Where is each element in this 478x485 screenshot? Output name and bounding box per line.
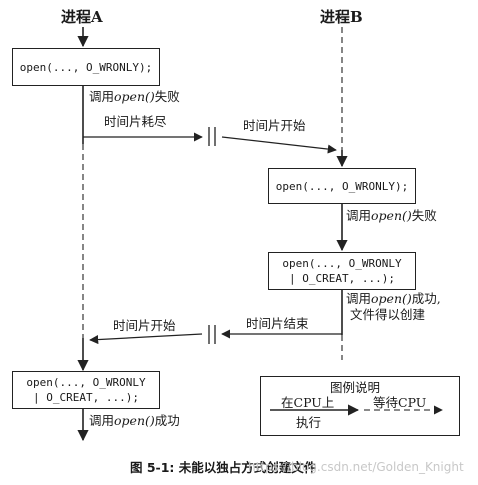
- label-fn: open(): [114, 89, 155, 104]
- process-b-open-box-1: open(..., O_WRONLY);: [268, 168, 416, 204]
- legend-on-cpu-label: 在CPU上: [281, 395, 335, 410]
- process-a-open-box-1: open(..., O_WRONLY);: [12, 48, 160, 86]
- process-a-call-1-label: 调用open()失败: [89, 89, 180, 105]
- legend-box: [260, 376, 460, 436]
- figure-caption: 图 5-1: 未能以独占方式创建文件: [130, 460, 317, 475]
- switch-b-to-a-left: [89, 333, 203, 345]
- switch-a-to-b-right: [221, 136, 337, 154]
- process-b-title: 进程B: [320, 8, 363, 26]
- process-b-open-box-2: open(..., O_WRONLY | O_CREAT, ...);: [268, 252, 416, 290]
- watermark: https://blog.csdn.net/Golden_Knight: [248, 460, 464, 474]
- process-a-open-call-2-line2: | O_CREAT, ...);: [33, 391, 139, 404]
- legend-execute-label: 执行: [296, 415, 322, 430]
- slice-exhausted-label: 时间片耗尽: [104, 114, 167, 129]
- process-b-open-call-2-line2: | O_CREAT, ...);: [289, 272, 395, 285]
- process-b-open-call-1: open(..., O_WRONLY);: [275, 179, 409, 193]
- label-text: 调用: [346, 291, 372, 306]
- process-b-open-call-2-line1: open(..., O_WRONLY: [282, 257, 402, 270]
- label-text: 调用: [89, 413, 115, 428]
- legend-waiting-label: 等待CPU: [373, 395, 427, 410]
- label-fn: open(): [114, 413, 155, 428]
- label-text: 成功,: [411, 291, 441, 306]
- process-a-title: 进程A: [61, 8, 103, 26]
- slice-start-b-label: 时间片开始: [243, 118, 306, 133]
- label-fn: open(): [371, 291, 412, 306]
- label-text: 调用: [89, 89, 115, 104]
- label-text: 调用: [346, 208, 372, 223]
- process-b-call-1-label: 调用open()失败: [346, 208, 437, 224]
- legend-title: 图例说明: [330, 380, 381, 395]
- process-a-open-call-2-line1: open(..., O_WRONLY: [26, 376, 146, 389]
- process-a-open-call-1: open(..., O_WRONLY);: [19, 60, 153, 74]
- process-a-open-box-2: open(..., O_WRONLY | O_CREAT, ...);: [12, 371, 160, 409]
- process-b-file-created-label: 文件得以创建: [350, 307, 426, 322]
- label-text: 成功: [154, 413, 180, 428]
- label-fn: open(): [371, 208, 412, 223]
- slice-end-label: 时间片结束: [246, 316, 309, 331]
- process-a-call-2-label: 调用open()成功: [89, 413, 180, 429]
- process-b-call-2-label: 调用open()成功,: [346, 291, 441, 307]
- label-text: 失败: [154, 89, 180, 104]
- slice-start-a-label: 时间片开始: [113, 318, 176, 333]
- label-text: 失败: [411, 208, 437, 223]
